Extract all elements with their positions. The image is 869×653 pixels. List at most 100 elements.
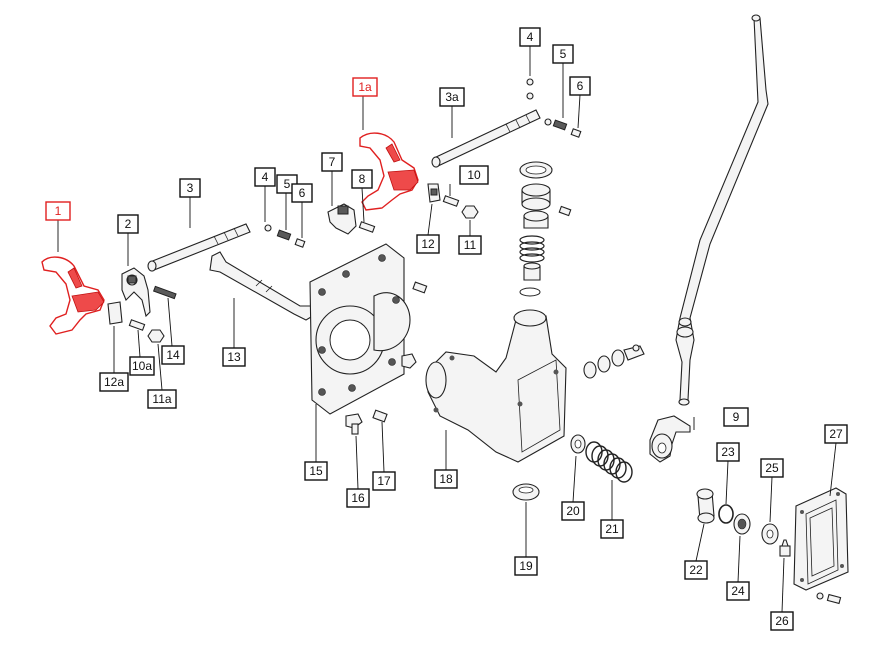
callout-11a: 11a — [147, 389, 177, 409]
set-screw-6-part — [294, 238, 306, 248]
callout-6-upper-text: 6 — [577, 79, 584, 93]
grease-nipple-26-part — [779, 539, 791, 557]
spring-21-part — [585, 441, 633, 483]
shift-lever-9-part — [649, 415, 691, 463]
callout-10a: 10a — [129, 356, 155, 376]
callout-4-upper: 4 — [519, 27, 541, 47]
callout-1: 1 — [45, 201, 71, 221]
callout-20: 20 — [561, 501, 585, 521]
callout-25-text: 25 — [765, 461, 779, 475]
shift-rod-3-part — [147, 223, 251, 272]
callout-17: 17 — [372, 471, 396, 491]
callout-7: 7 — [321, 152, 343, 172]
callout-3: 3 — [179, 178, 201, 198]
callout-10a-text: 10a — [132, 359, 152, 373]
callout-18-text: 18 — [439, 472, 453, 486]
callout-5-text: 5 — [284, 177, 291, 191]
washer-set-part — [583, 344, 645, 379]
callout-11: 11 — [458, 235, 482, 255]
callout-12a: 12a — [99, 372, 129, 392]
washer-20-part — [570, 434, 586, 454]
callout-18: 18 — [434, 469, 458, 489]
set-screw-6b-part — [570, 128, 582, 138]
callout-15-text: 15 — [309, 464, 323, 478]
callout-2-text: 2 — [125, 217, 132, 231]
plate-12a-part — [107, 301, 123, 325]
callout-9-text: 9 — [733, 410, 740, 424]
callout-6: 6 — [291, 183, 313, 203]
callout-22-text: 22 — [689, 563, 703, 577]
shift-rod-3a-part — [431, 109, 541, 168]
cover-plate-27-part — [793, 487, 849, 605]
washer-25-part — [761, 523, 779, 545]
bolt-10a-part — [128, 319, 146, 331]
bracket-7-part — [327, 203, 357, 235]
leader-lines — [57, 46, 837, 613]
detent-spring-5b-part — [552, 119, 568, 131]
bushing-22-part — [696, 488, 715, 524]
callout-16: 16 — [346, 488, 370, 508]
callout-4: 4 — [254, 167, 276, 187]
shift-fork-1-part — [41, 256, 105, 335]
callout-22: 22 — [684, 560, 708, 580]
pin-17-part — [372, 409, 388, 423]
callout-6-upper: 6 — [569, 76, 591, 96]
seal-24-part — [733, 513, 751, 535]
callout-20-text: 20 — [566, 504, 580, 518]
callout-27: 27 — [824, 424, 848, 444]
callout-10: 10 — [459, 165, 489, 185]
callout-19: 19 — [514, 556, 538, 576]
callout-26-text: 26 — [775, 614, 789, 628]
callout-12: 12 — [416, 234, 440, 254]
callout-3a: 3a — [439, 87, 465, 107]
callout-1-text: 1 — [55, 204, 62, 218]
callout-12a-text: 12a — [104, 375, 124, 389]
callout-15: 15 — [304, 461, 328, 481]
callout-5-upper-text: 5 — [560, 47, 567, 61]
detent-ball-4b-part — [526, 78, 552, 126]
gear-stick-part — [675, 14, 769, 406]
gear-housing-18-part — [425, 309, 567, 463]
callout-12-text: 12 — [421, 237, 435, 251]
callout-4-upper-text: 4 — [527, 30, 534, 44]
pin-8-part — [358, 221, 376, 233]
callout-23: 23 — [716, 442, 740, 462]
callout-3-text: 3 — [187, 181, 194, 195]
callout-24: 24 — [726, 581, 750, 601]
callout-1a-text: 1a — [358, 80, 372, 94]
callout-2: 2 — [117, 214, 139, 234]
callout-21-text: 21 — [605, 522, 619, 536]
callout-13-text: 13 — [227, 350, 241, 364]
callout-24-text: 24 — [731, 584, 745, 598]
callout-4-text: 4 — [262, 170, 269, 184]
callout-11-text: 11 — [464, 238, 477, 252]
callout-8-text: 8 — [359, 172, 366, 186]
shift-fork-1a-part — [359, 132, 419, 211]
callout-25: 25 — [760, 458, 784, 478]
callout-7-text: 7 — [329, 155, 336, 169]
callout-3a-text: 3a — [445, 90, 459, 104]
callout-5-upper: 5 — [552, 44, 574, 64]
callout-26: 26 — [770, 611, 794, 631]
nut-11-part — [461, 205, 479, 219]
pin-14-part — [152, 285, 177, 300]
callout-21: 21 — [600, 519, 624, 539]
callout-19-text: 19 — [519, 559, 533, 573]
nut-19-part — [512, 483, 540, 501]
callout-1a: 1a — [352, 77, 378, 97]
callout-13: 13 — [222, 347, 246, 367]
bolt-10-part — [442, 195, 460, 207]
callout-6-text: 6 — [299, 186, 306, 200]
ring-23-part — [718, 504, 734, 524]
plate-12-part — [427, 183, 441, 203]
callout-14-text: 14 — [166, 348, 180, 362]
nut-11a-part — [147, 329, 165, 343]
callout-17-text: 17 — [377, 474, 391, 488]
callout-9: 9 — [723, 407, 749, 427]
selector-shaft-13-part — [209, 251, 317, 321]
detent-spring-5-part — [276, 229, 292, 241]
cover-plate-15-part — [309, 243, 411, 415]
bearing-stack-part — [519, 161, 572, 297]
bolt-16-part — [345, 413, 363, 435]
